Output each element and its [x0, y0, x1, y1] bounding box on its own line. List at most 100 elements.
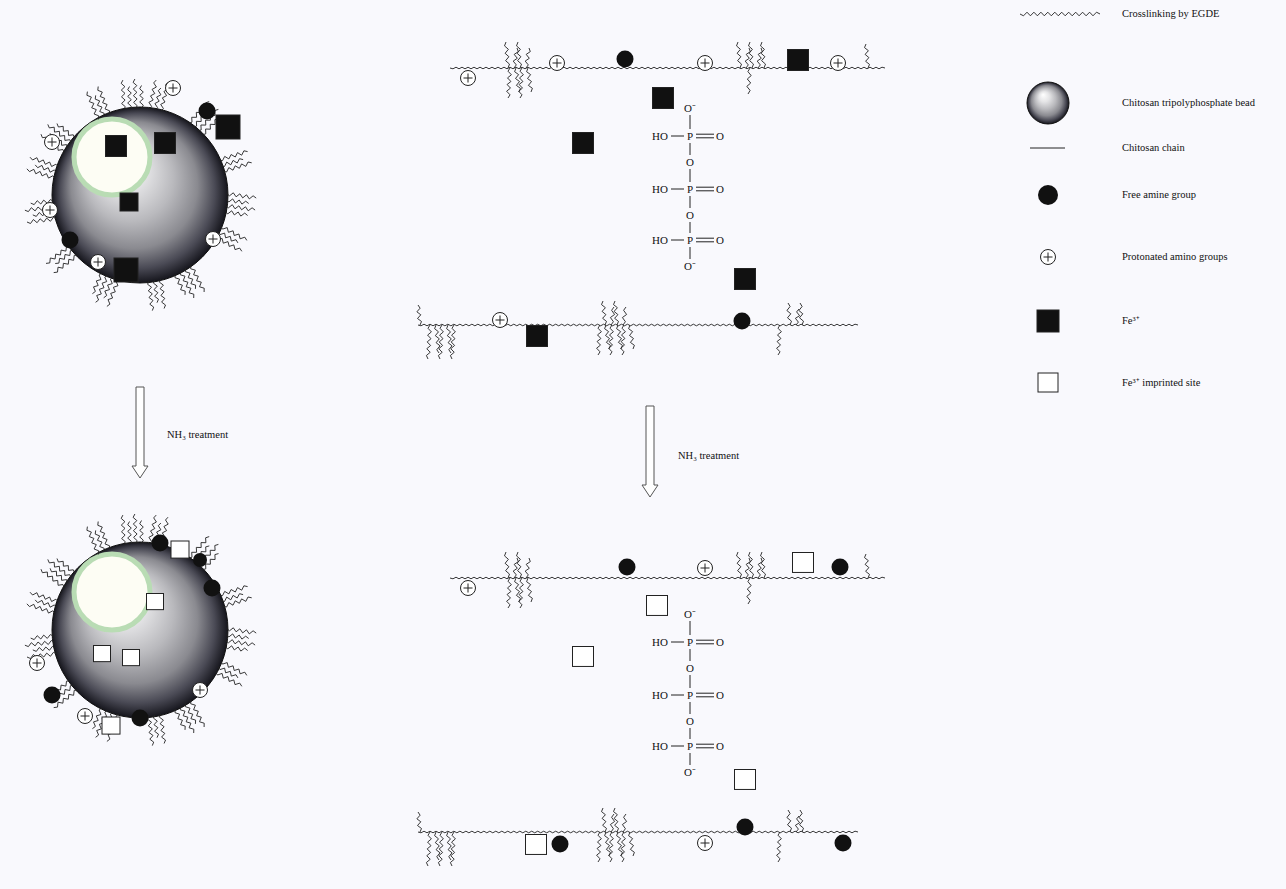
crosslink [757, 48, 762, 68]
protonated-amino-symbol [550, 56, 565, 71]
bead-highlight [74, 554, 150, 630]
bond [690, 143, 691, 155]
bond [671, 642, 684, 643]
fe-ion-symbol [573, 133, 594, 154]
crosslink [525, 558, 530, 578]
crosslink [622, 814, 626, 832]
crosslink [226, 199, 249, 204]
atom-label: O [715, 130, 725, 143]
crosslink [25, 641, 55, 647]
crosslink [622, 307, 626, 325]
plus-sign [705, 839, 706, 848]
process-arrow [132, 387, 148, 478]
double-bond [696, 190, 714, 191]
crosslink [795, 309, 799, 325]
atom-label: HO [651, 740, 669, 753]
imprinted-site-symbol [1038, 373, 1058, 392]
crosslink [148, 716, 154, 746]
bond [671, 136, 684, 137]
atom-label: O⁻ [683, 102, 697, 115]
crosslink [96, 275, 108, 303]
crosslink [57, 559, 75, 574]
crosslink [621, 832, 626, 862]
atom-label: O [715, 740, 725, 753]
atom-label: O [715, 689, 725, 702]
crosslink [92, 273, 102, 294]
legend-text: Crosslinking by EGDE [1122, 8, 1219, 20]
double-bond [696, 640, 714, 641]
crosslink [515, 68, 521, 92]
crosslink [515, 578, 521, 602]
crosslink [614, 301, 619, 325]
crosslink [865, 44, 870, 68]
atom-label: P [686, 636, 694, 649]
double-bond [696, 238, 714, 239]
plus-sign [705, 564, 706, 573]
free-amine-symbol [199, 103, 216, 120]
atom-label: HO [651, 689, 669, 702]
protonated-amino-symbol [78, 709, 93, 724]
crosslink [41, 134, 64, 153]
fe-ion-symbol [114, 258, 138, 282]
bond [690, 115, 691, 129]
free-amine-symbol [619, 559, 636, 576]
chitosan-bead [52, 107, 228, 283]
crosslink [87, 92, 99, 120]
crosslink [605, 832, 611, 856]
atom-label: HO [651, 234, 669, 247]
legend-text: Chitosan tripolyphosphate bead [1122, 97, 1255, 109]
protonated-amino-symbol [91, 255, 106, 270]
crosslink [517, 42, 522, 68]
crosslink [505, 552, 510, 578]
crosslink [602, 301, 607, 325]
crosslink [597, 832, 602, 862]
chitosan-chain [450, 67, 885, 69]
legend-text: Free amine group [1122, 189, 1196, 201]
protonated-amino-symbol [43, 203, 58, 218]
atom-label: O [685, 715, 695, 728]
protonated-amino-symbol [30, 656, 45, 671]
crosslink [95, 530, 104, 552]
chitosan-chain [418, 831, 858, 833]
imprinted-site-symbol [526, 835, 547, 855]
imprinted-site-symbol [147, 594, 164, 610]
crosslink [30, 592, 59, 602]
bond [671, 189, 684, 190]
crosslink [219, 586, 248, 596]
plus-sign [468, 584, 469, 593]
protonated-amino-symbol [166, 81, 181, 96]
double-bond [696, 747, 714, 748]
bond [690, 196, 691, 208]
atom-label: HO [651, 183, 669, 196]
bond [690, 702, 691, 714]
legend-text: Protonated amino groups [1122, 251, 1228, 263]
crosslink [505, 42, 510, 68]
crosslink [761, 42, 766, 68]
crosslink [610, 307, 614, 325]
crosslink [30, 157, 59, 167]
crosslink [226, 634, 249, 639]
crosslink [749, 552, 754, 578]
crosslink [519, 578, 524, 608]
free-amine-symbol [44, 687, 61, 704]
crosslink [609, 832, 614, 862]
crosslink [153, 280, 158, 303]
crosslink [629, 832, 635, 856]
crosslink [621, 325, 626, 355]
crosslink [225, 211, 248, 216]
crosslink [87, 527, 99, 555]
crosslink [527, 68, 533, 92]
free-amine-symbol [617, 51, 634, 68]
fe-ion-symbol [120, 193, 138, 211]
free-amine-symbol [734, 313, 751, 330]
double-bond [696, 643, 714, 644]
crosslink [609, 325, 614, 355]
crosslink [215, 672, 241, 687]
crosslink [92, 708, 102, 729]
crosslink [155, 88, 161, 110]
crosslink [35, 165, 57, 173]
crosslink [745, 558, 750, 578]
atom-label: O⁻ [683, 608, 697, 621]
crosslink [517, 552, 522, 578]
fe-ion-symbol [735, 269, 756, 290]
